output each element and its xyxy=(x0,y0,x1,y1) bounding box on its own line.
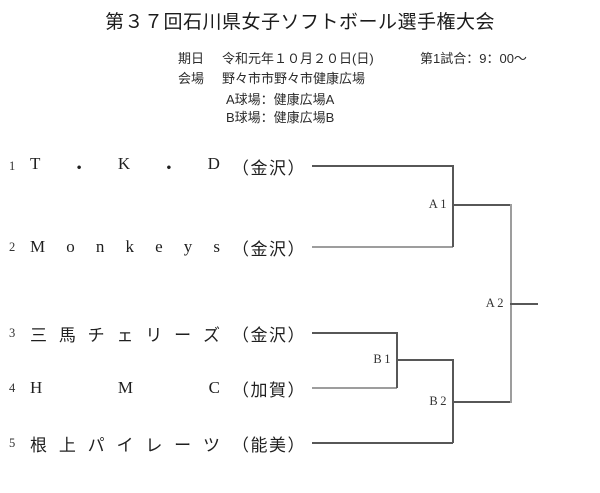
bracket-line-team1 xyxy=(312,165,453,167)
team-region: （金沢） xyxy=(232,158,306,178)
match-label-a1: A1 xyxy=(428,197,449,211)
bracket-connector-champion-stub xyxy=(510,303,538,305)
team-row-1: 1 T・K・D （金沢） xyxy=(9,153,309,178)
match-label-b1: B1 xyxy=(373,352,393,366)
team-row-3: 3 三馬チェリーズ （金沢） xyxy=(9,322,309,345)
team-region: （能美） xyxy=(232,435,306,455)
bracket-line-team3 xyxy=(312,332,397,334)
bracket-connector-b1-winner xyxy=(396,359,453,361)
venue-label: 会場 xyxy=(178,71,205,86)
team-name: T・K・D xyxy=(30,153,220,178)
date-value: 令和元年１０月２０日(日) xyxy=(222,51,374,66)
venue-value: 野々市市野々市健康広場 xyxy=(222,71,366,86)
team-seed: 2 xyxy=(9,239,16,254)
team-region: （金沢） xyxy=(232,325,306,345)
bracket-connector-b2-winner xyxy=(452,401,512,403)
bracket-line-team5 xyxy=(312,442,453,444)
page-title: 第３７回石川県女子ソフトボール選手権大会 xyxy=(104,12,495,33)
first-game-time: 第1試合：9：00～ xyxy=(420,51,527,66)
team-seed: 5 xyxy=(9,435,16,450)
match-label-a2: A2 xyxy=(485,296,506,310)
team-name: 三馬チェリーズ xyxy=(30,325,220,345)
match-label-b2: B2 xyxy=(429,394,449,408)
field-b-note: B球場：健康広場B xyxy=(226,110,335,125)
bracket-line-team4 xyxy=(312,387,397,389)
team-seed: 3 xyxy=(9,325,16,340)
bracket-line-team2 xyxy=(312,246,453,248)
team-region: （加賀） xyxy=(232,380,306,400)
field-a-note: A球場：健康広場A xyxy=(226,92,335,107)
team-seed: 1 xyxy=(9,158,16,173)
bracket-connector-a1-vertical xyxy=(452,165,454,247)
date-label: 期日 xyxy=(178,51,205,66)
bracket-connector-a1-winner xyxy=(452,204,511,206)
team-seed: 4 xyxy=(9,380,16,395)
team-region: （金沢） xyxy=(232,239,306,259)
team-row-5: 5 根上パイレーツ （能美） xyxy=(9,432,309,455)
team-name: 根上パイレーツ xyxy=(30,435,220,455)
